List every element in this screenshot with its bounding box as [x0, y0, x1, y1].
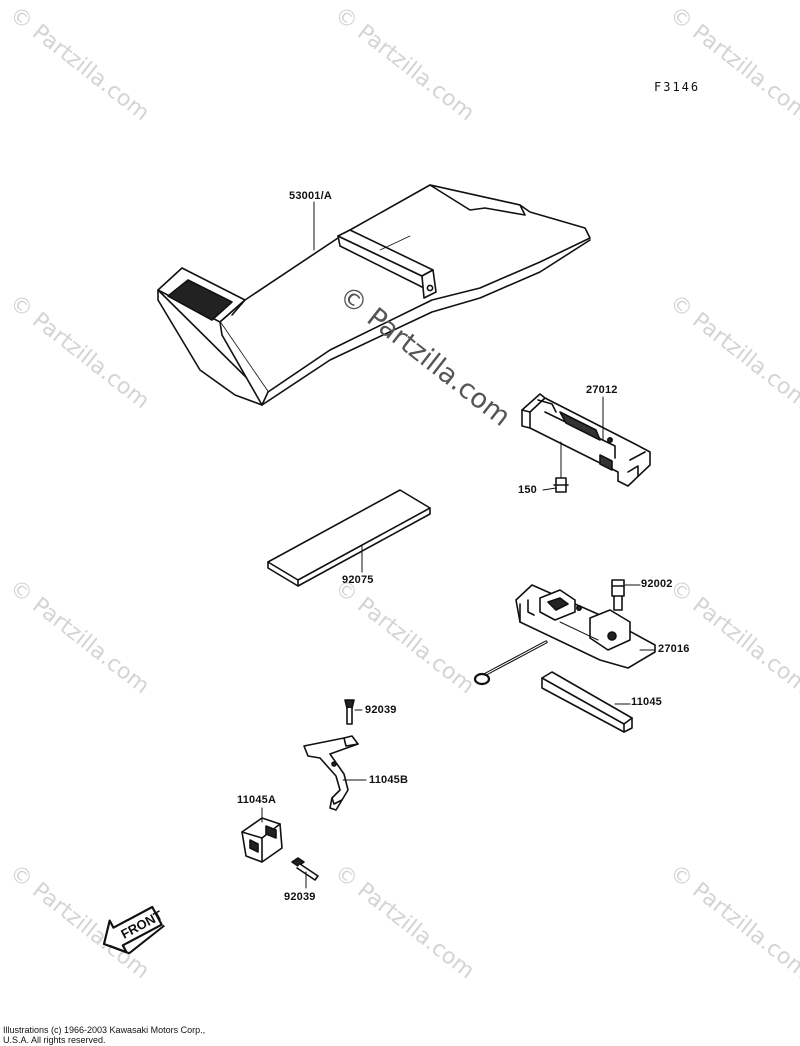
part-label-92039-lower: 92039 — [284, 891, 316, 903]
pin-92039-lower — [291, 857, 319, 881]
part-label-53001a: 53001/A — [289, 190, 332, 202]
part-label-11045a: 11045A — [237, 794, 277, 806]
bracket-27012 — [521, 393, 651, 487]
part-label-92002: 92002 — [641, 578, 673, 590]
cable-eyelet — [473, 640, 548, 686]
bolt-150 — [553, 441, 569, 493]
holder-11045a — [241, 817, 283, 863]
leader-lines — [261, 201, 656, 889]
figure-code: F3146 — [654, 80, 701, 94]
part-label-27012: 27012 — [586, 384, 618, 396]
part-label-150: 150 — [518, 484, 537, 496]
copyright-line-2: U.S.A. All rights reserved. — [3, 1035, 106, 1045]
bracket-11045b — [303, 735, 359, 811]
pad-92075 — [267, 489, 431, 587]
lock-27016 — [515, 584, 656, 669]
plate-11045 — [541, 671, 633, 733]
front-arrow-icon: FRONT — [102, 905, 165, 955]
part-label-92039-upper: 92039 — [365, 704, 397, 716]
part-label-11045b: 11045B — [369, 774, 409, 786]
seat-cover — [157, 184, 591, 406]
part-label-27016: 27016 — [658, 643, 690, 655]
copyright-line-1: Illustrations (c) 1966-2003 Kawasaki Mot… — [3, 1025, 206, 1035]
part-label-92075: 92075 — [342, 574, 374, 586]
pin-92039-upper — [344, 699, 355, 725]
bolt-92002 — [611, 579, 625, 611]
part-label-11045: 11045 — [631, 696, 662, 708]
